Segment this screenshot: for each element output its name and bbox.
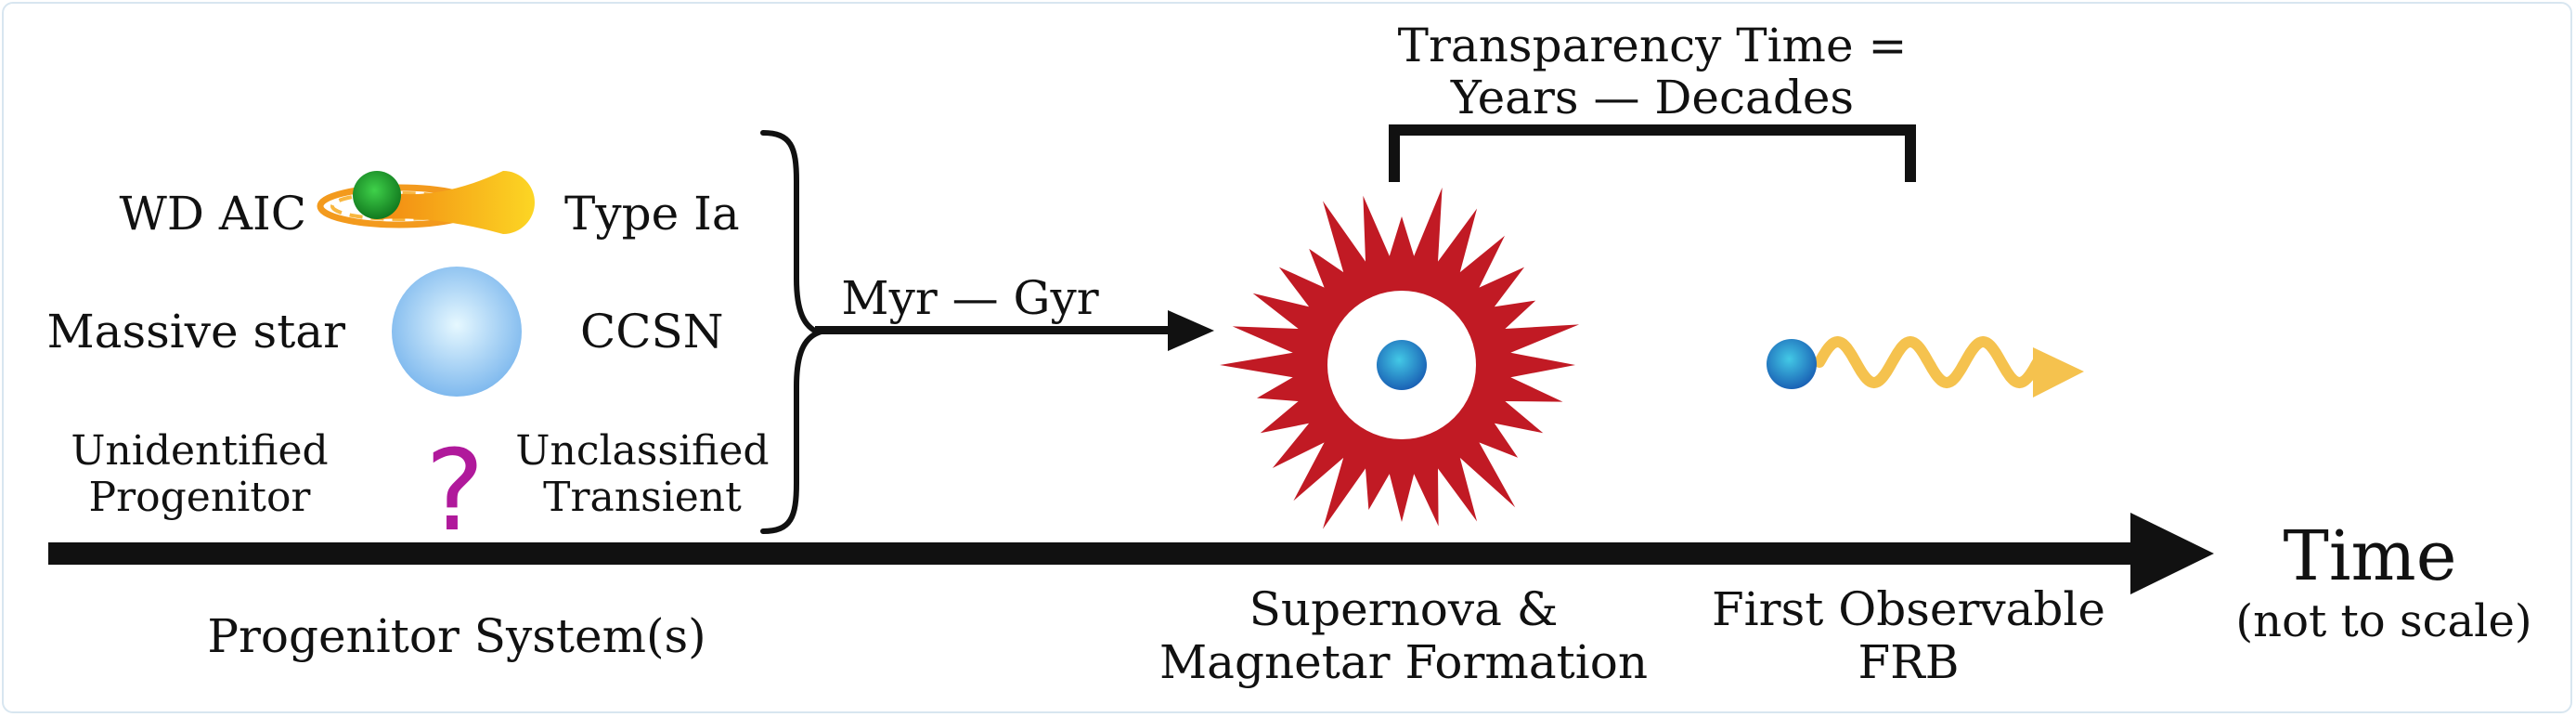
magnetar-core-icon bbox=[1377, 340, 1427, 390]
supernova-icon bbox=[1220, 187, 1580, 529]
delay-arrow-shaft bbox=[815, 326, 1172, 334]
progenitor-wd-aic-label: WD AIC bbox=[120, 187, 307, 241]
timeline-label: Time bbox=[2284, 516, 2457, 596]
progenitor-unclassified-line1: Unclassified bbox=[515, 427, 769, 475]
stage-frb-line2: FRB bbox=[1858, 635, 1959, 689]
delay-time-label: Myr — Gyr bbox=[841, 271, 1098, 325]
radio-wave-icon bbox=[1814, 335, 2043, 389]
stage-progenitor-label: Progenitor System(s) bbox=[207, 609, 705, 663]
magnetar-icon bbox=[1767, 339, 1817, 389]
timeline-arrow-shaft bbox=[48, 542, 2137, 565]
massive-star-icon bbox=[392, 267, 522, 397]
progenitor-ccsn-label: CCSN bbox=[580, 305, 724, 358]
frb-icon bbox=[1767, 335, 2084, 398]
stage-frb-line1: First Observable bbox=[1712, 582, 2105, 636]
transparency-time-line1: Transparency Time = bbox=[1398, 19, 1908, 72]
timeline-note: (not to scale) bbox=[2235, 595, 2531, 647]
progenitor-type-ia-label: Type Ia bbox=[564, 187, 740, 241]
transparency-time-line2: Years — Decades bbox=[1450, 71, 1854, 124]
timeline-arrow-head bbox=[2130, 513, 2214, 594]
radio-wave-arrowhead bbox=[2033, 347, 2084, 398]
transparency-bracket bbox=[1389, 124, 1916, 182]
stage-supernova-line1: Supernova & bbox=[1249, 582, 1559, 636]
stage-supernova-line2: Magnetar Formation bbox=[1159, 635, 1648, 689]
progenitor-unidentified-line1: Unidentified bbox=[71, 427, 328, 475]
question-mark-icon: ? bbox=[425, 427, 485, 556]
progenitor-unclassified-line2: Transient bbox=[543, 474, 742, 521]
delay-arrow-head bbox=[1168, 310, 1214, 351]
progenitor-unidentified-line2: Progenitor bbox=[89, 474, 312, 521]
progenitor-massive-star-label: Massive star bbox=[46, 305, 345, 358]
binary-system-icon bbox=[317, 171, 535, 234]
progenitor-brace bbox=[760, 130, 827, 534]
